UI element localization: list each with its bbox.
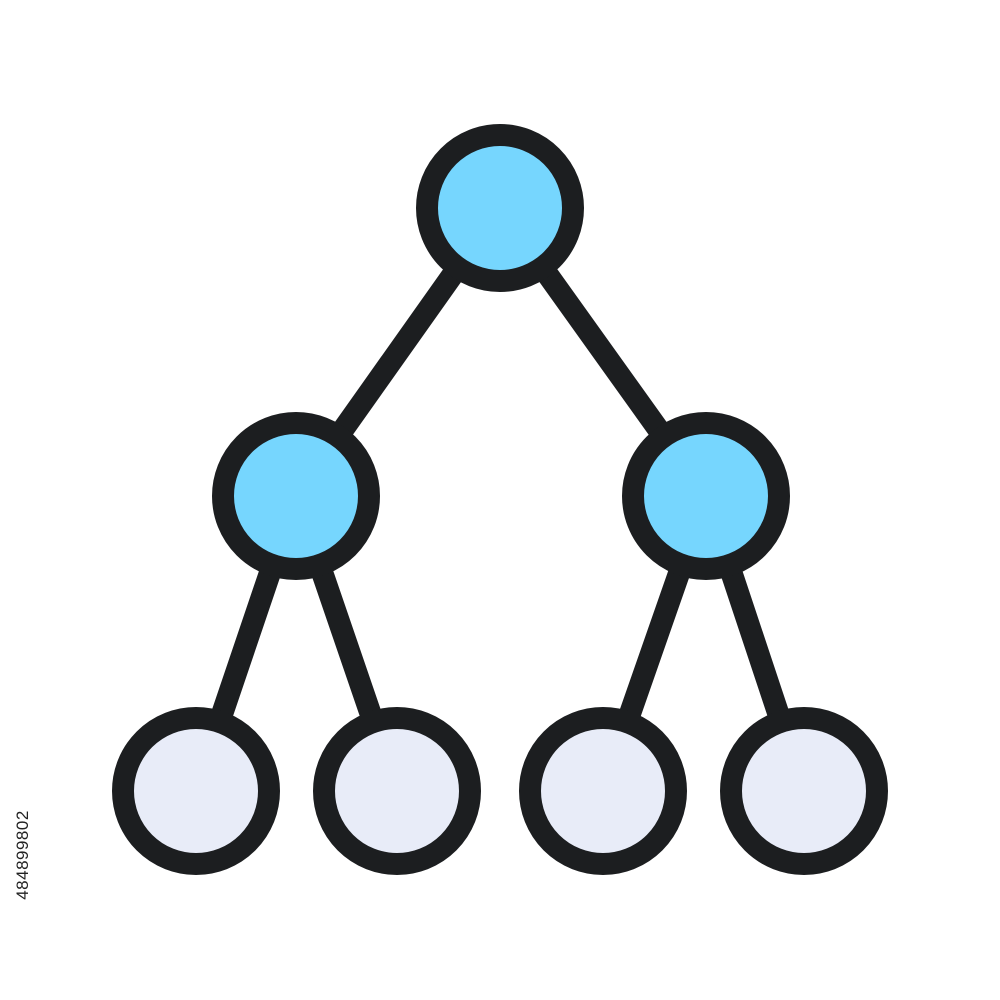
leaf-node-2 bbox=[313, 707, 481, 875]
stock-id-text: 484899802 bbox=[13, 810, 32, 900]
stock-id-watermark: 484899802 bbox=[8, 755, 38, 955]
leaf-node-1 bbox=[112, 707, 280, 875]
tree-nodes bbox=[112, 124, 888, 875]
left-child-node bbox=[212, 412, 380, 580]
right-child-node bbox=[622, 412, 790, 580]
leaf-node-3 bbox=[519, 707, 687, 875]
leaf-node-4 bbox=[720, 707, 888, 875]
root-node bbox=[416, 124, 584, 292]
